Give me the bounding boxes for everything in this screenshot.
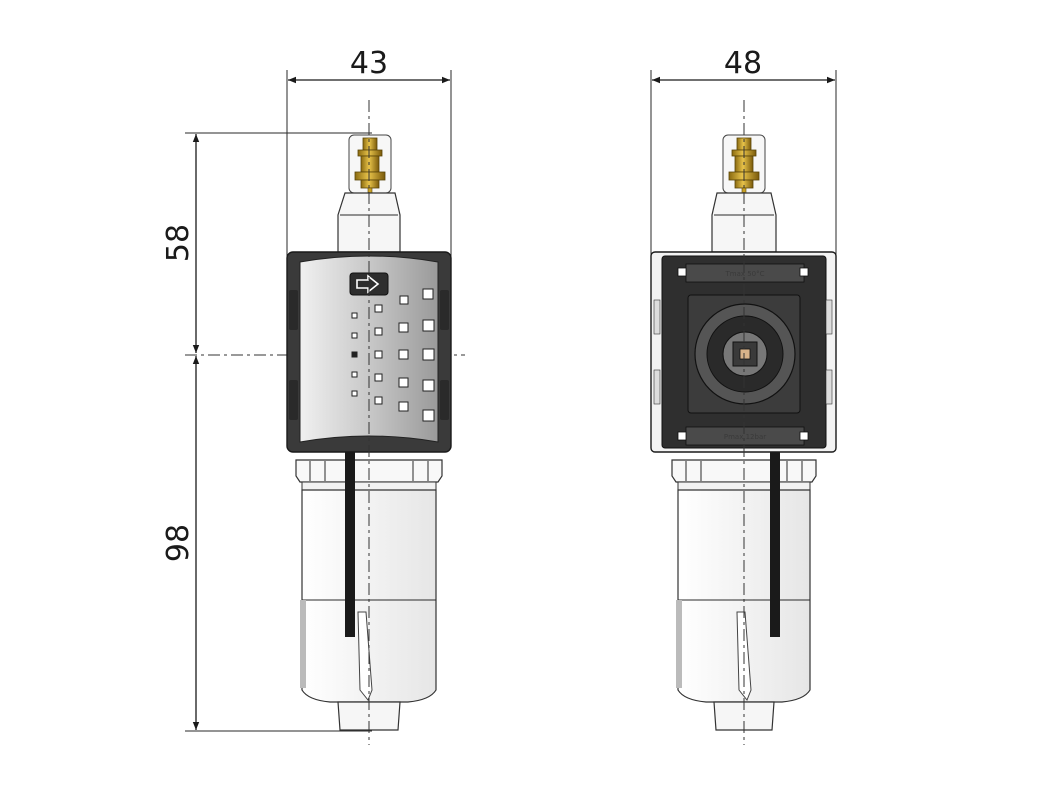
dimension-side-width: 48 — [650, 46, 837, 260]
side-width-label: 48 — [724, 46, 762, 81]
temperature-plate-label: Tmax 50°C — [724, 270, 764, 278]
dimension-upper-height: 58 — [161, 132, 372, 353]
dimension-lower-height: 98 — [161, 356, 372, 732]
front-brass-fitting — [348, 134, 392, 203]
lower-height-label: 98 — [161, 524, 196, 562]
front-view — [286, 100, 452, 745]
upper-height-label: 58 — [161, 224, 196, 262]
pressure-plate-label: Pmax 12bar — [724, 433, 766, 441]
side-brass-fitting — [722, 134, 766, 203]
side-dip-tube — [770, 452, 780, 637]
front-dip-tube — [345, 452, 355, 637]
drip-indicator-squares — [351, 288, 435, 422]
side-main-body: Tmax 50°C Pmax 12bar — [650, 251, 837, 453]
front-bowl — [301, 489, 437, 703]
side-view: Tmax 50°C Pmax 12bar — [650, 100, 837, 745]
dimension-front-width: 43 — [286, 46, 452, 260]
front-width-label: 43 — [350, 46, 388, 81]
